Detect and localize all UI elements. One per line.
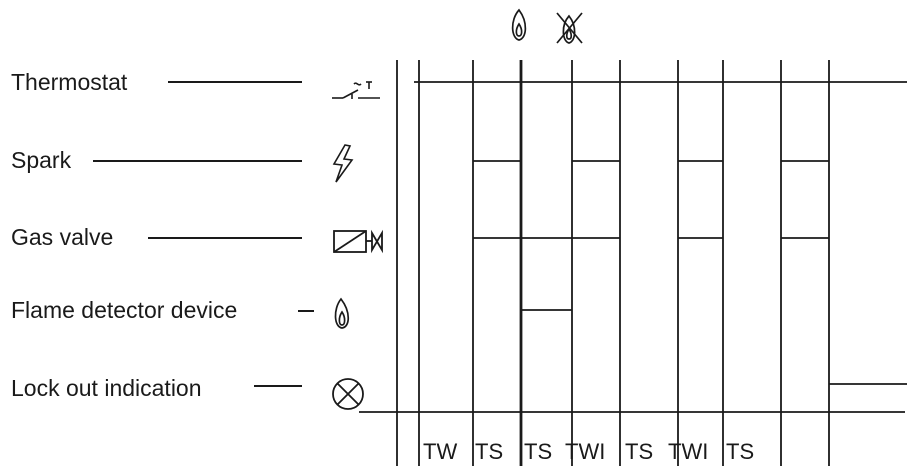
time-grid — [359, 60, 905, 466]
flame-icon — [334, 297, 350, 329]
lockout-icon — [332, 378, 364, 410]
label-flame-detector: Flame detector device — [11, 297, 237, 323]
top-flame-icon — [511, 8, 527, 41]
phase-label: TS — [726, 439, 754, 464]
label-lockout: Lock out indication — [11, 375, 202, 401]
label-thermostat: Thermostat — [11, 69, 128, 95]
spark-icon — [332, 144, 354, 183]
label-gas-valve: Gas valve — [11, 224, 113, 250]
thermostat-switch-icon — [332, 81, 380, 99]
phase-label: TS — [625, 439, 653, 464]
phase-label: TW — [423, 439, 457, 464]
phase-label: TWI — [668, 439, 708, 464]
phase-label: TWI — [565, 439, 605, 464]
phase-label: TS — [524, 439, 552, 464]
gas-valve-icon — [333, 229, 383, 254]
phase-label: TS — [475, 439, 503, 464]
top-no-flame-icon — [556, 12, 583, 44]
label-spark: Spark — [11, 147, 72, 173]
